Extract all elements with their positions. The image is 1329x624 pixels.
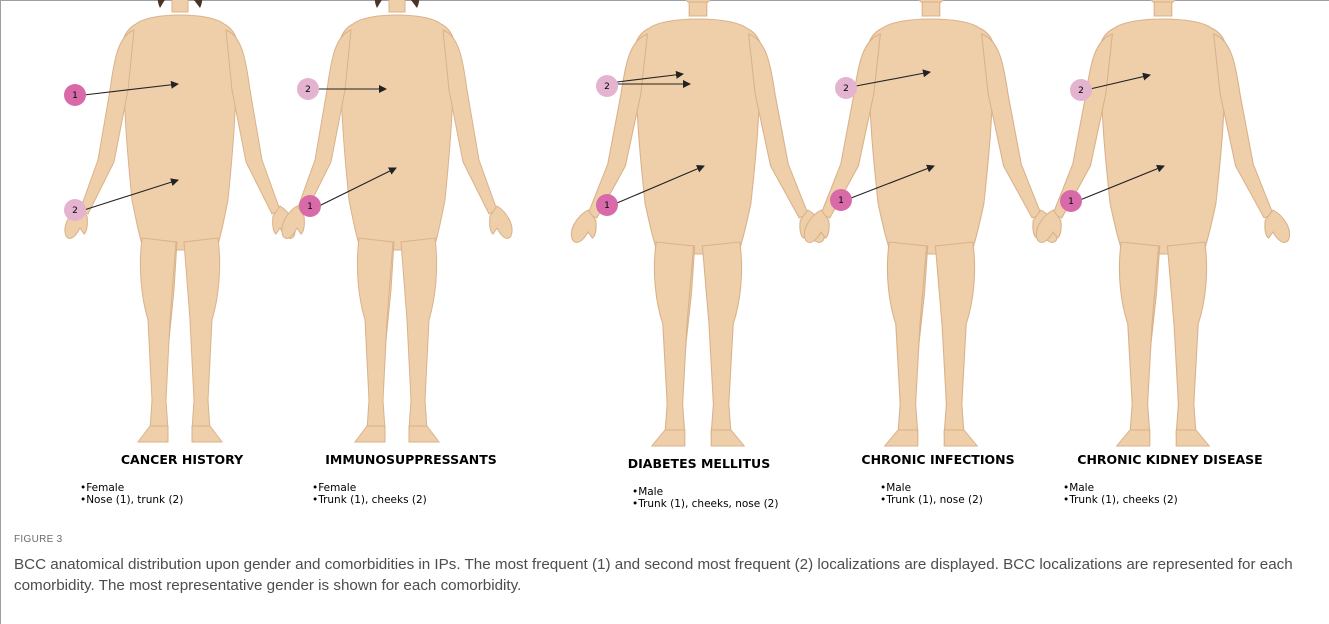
marker-kidney-rank-2: 2 xyxy=(1070,79,1092,101)
panel-title-immunosuppressants: IMMUNOSUPPRESSANTS xyxy=(281,452,541,467)
note-gender: •Male xyxy=(632,486,778,498)
svg-text:1: 1 xyxy=(307,202,313,212)
note-sites: •Trunk (1), cheeks, nose (2) xyxy=(632,498,778,510)
svg-text:2: 2 xyxy=(72,206,78,216)
marker-diabetes-rank-2: 2 xyxy=(596,75,618,97)
figure-chronic-infections xyxy=(804,0,1057,446)
note-sites: •Trunk (1), cheeks (2) xyxy=(1063,494,1178,506)
figure-immunosuppressants xyxy=(282,0,512,442)
note-gender: •Female xyxy=(80,482,183,494)
marker-immuno-rank-2: 2 xyxy=(297,78,319,100)
marker-cancer-rank-1: 1 xyxy=(64,84,86,106)
svg-text:2: 2 xyxy=(1078,86,1084,96)
panel-notes-cancer-history: •Female •Nose (1), trunk (2) xyxy=(80,482,183,506)
marker-infections-rank-1: 1 xyxy=(830,189,852,211)
svg-text:1: 1 xyxy=(604,201,610,211)
note-sites: •Trunk (1), nose (2) xyxy=(880,494,983,506)
marker-diabetes-rank-1: 1 xyxy=(596,194,618,216)
panel-title-cancer-history: CANCER HISTORY xyxy=(52,452,312,467)
panel-notes-diabetes-mellitus: •Male •Trunk (1), cheeks, nose (2) xyxy=(632,486,778,510)
marker-infections-rank-2: 2 xyxy=(835,77,857,99)
svg-text:2: 2 xyxy=(604,82,610,92)
figure-cancer-history xyxy=(65,0,295,442)
marker-kidney-rank-1: 1 xyxy=(1060,190,1082,212)
panel-notes-immunosuppressants: •Female •Trunk (1), cheeks (2) xyxy=(312,482,427,506)
figure-chronic-kidney-disease xyxy=(1036,0,1289,446)
svg-text:2: 2 xyxy=(843,84,849,94)
svg-text:1: 1 xyxy=(72,91,78,101)
panel-notes-chronic-infections: •Male •Trunk (1), nose (2) xyxy=(880,482,983,506)
note-gender: •Female xyxy=(312,482,427,494)
svg-text:1: 1 xyxy=(1068,197,1074,207)
figure-caption: BCC anatomical distribution upon gender … xyxy=(14,554,1314,596)
panel-notes-chronic-kidney-disease: •Male •Trunk (1), cheeks (2) xyxy=(1063,482,1178,506)
figure-diabetes-mellitus xyxy=(571,0,824,446)
svg-text:2: 2 xyxy=(305,85,311,95)
marker-immuno-rank-1: 1 xyxy=(299,195,321,217)
marker-cancer-rank-2: 2 xyxy=(64,199,86,221)
panel-title-diabetes-mellitus: DIABETES MELLITUS xyxy=(569,456,829,471)
panel-title-chronic-kidney-disease: CHRONIC KIDNEY DISEASE xyxy=(1040,452,1300,467)
body-illustrations: 1 2 2 1 2 1 2 1 xyxy=(0,0,1329,460)
svg-text:1: 1 xyxy=(838,196,844,206)
note-sites: •Nose (1), trunk (2) xyxy=(80,494,183,506)
note-gender: •Male xyxy=(1063,482,1178,494)
note-sites: •Trunk (1), cheeks (2) xyxy=(312,494,427,506)
figure-label: FIGURE 3 xyxy=(14,534,63,545)
panel-title-chronic-infections: CHRONIC INFECTIONS xyxy=(808,452,1068,467)
note-gender: •Male xyxy=(880,482,983,494)
